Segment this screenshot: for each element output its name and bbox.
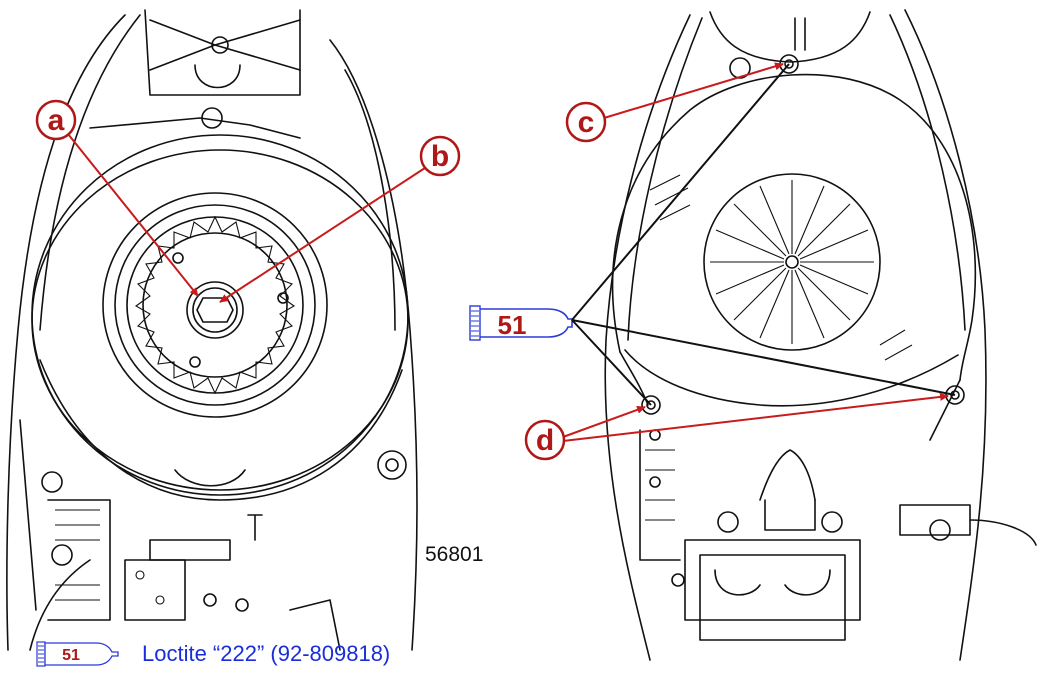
- callout-d-circle: [524, 419, 566, 461]
- legend-tube-number: 51: [62, 647, 80, 664]
- figure-number: 56801: [425, 543, 483, 566]
- lower-assembly: [639, 429, 1037, 641]
- flywheel-hub: [102, 192, 328, 418]
- sealant-tube-icon: 51: [469, 305, 573, 341]
- left-engine-view: a b 56801: [6, 9, 483, 651]
- callout-c-circle: [565, 101, 607, 143]
- callout-a-circle: [35, 99, 77, 141]
- flywheel-cover: [31, 134, 409, 501]
- legend-description: Loctite “222” (92-809818): [142, 641, 391, 666]
- legend-tube-icon: 51: [36, 641, 119, 667]
- cover-grille: [703, 173, 881, 351]
- callout-c-label: c: [578, 106, 595, 139]
- flywheel-cover-right: [611, 73, 977, 441]
- lower-engine-parts: [19, 419, 407, 651]
- callout-b-circle: [419, 135, 461, 177]
- sealant-tube-number: 51: [498, 310, 527, 340]
- callout-a-label: a: [48, 104, 65, 137]
- callout-b-label: b: [431, 140, 449, 173]
- right-engine-view: 51 c d: [469, 9, 1037, 661]
- sealant-legend: 51 Loctite “222” (92-809818): [36, 636, 390, 672]
- callout-d-label: d: [536, 424, 554, 457]
